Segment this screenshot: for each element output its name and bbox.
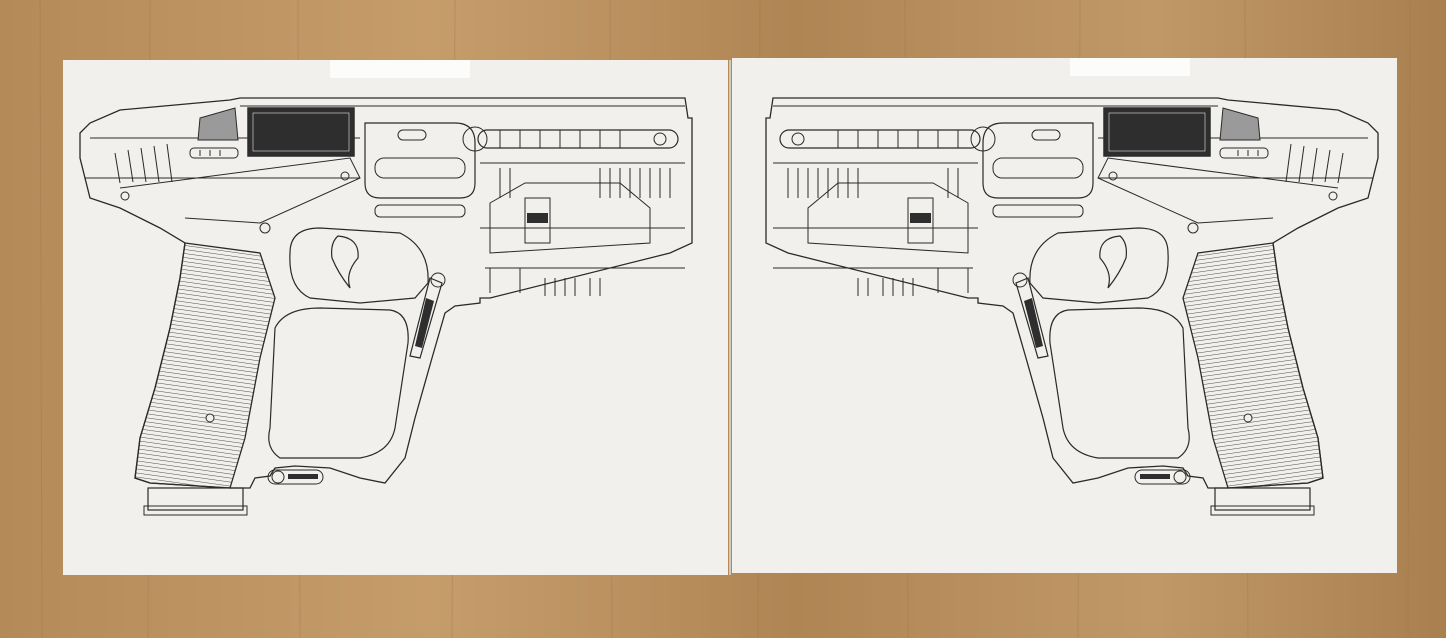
right-sheet — [732, 58, 1397, 573]
left-sheet — [63, 60, 728, 575]
